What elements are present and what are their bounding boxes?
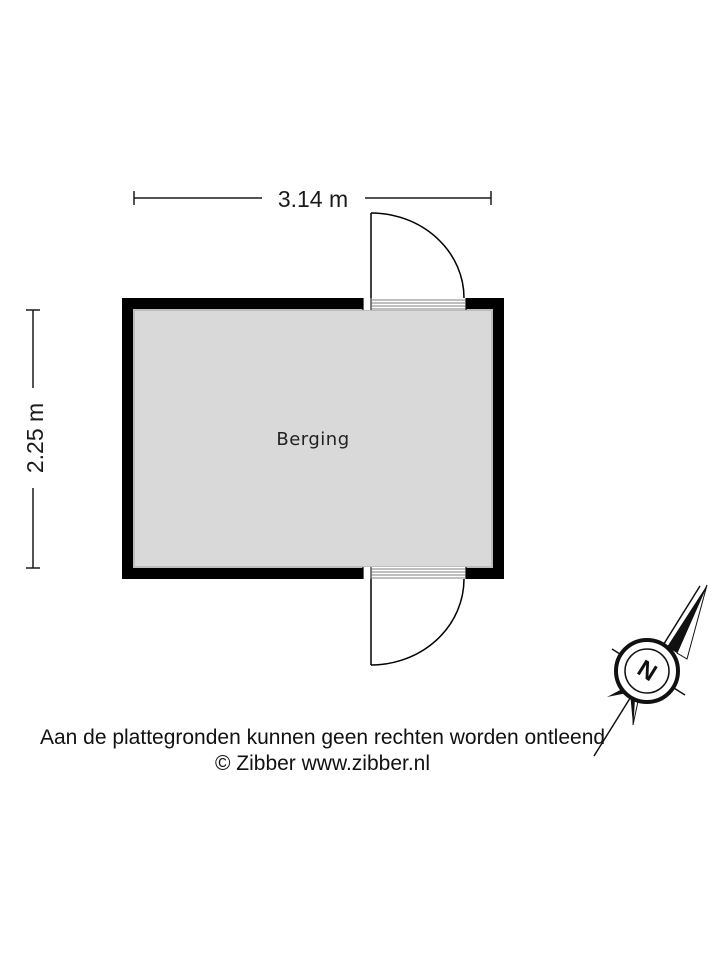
height-dimension: 2.25 m — [22, 309, 48, 569]
door-swing-arc — [370, 212, 465, 299]
room-label: Berging — [276, 429, 349, 450]
door-top — [362, 212, 467, 310]
north-arrow-icon: N — [593, 584, 708, 757]
height-dimension-label: 2.25 m — [22, 403, 48, 473]
room-floor — [135, 311, 491, 566]
door-swing-arc — [370, 578, 465, 666]
copyright-text: © Zibber www.zibber.nl — [214, 752, 431, 775]
disclaimer-text: Aan de plattegronden kunnen geen rechten… — [39, 726, 606, 749]
door-bottom — [362, 567, 467, 666]
width-dimension: 3.14 m — [133, 186, 492, 212]
width-dimension-label: 3.14 m — [278, 186, 348, 212]
room-berging: Berging — [122, 298, 504, 579]
